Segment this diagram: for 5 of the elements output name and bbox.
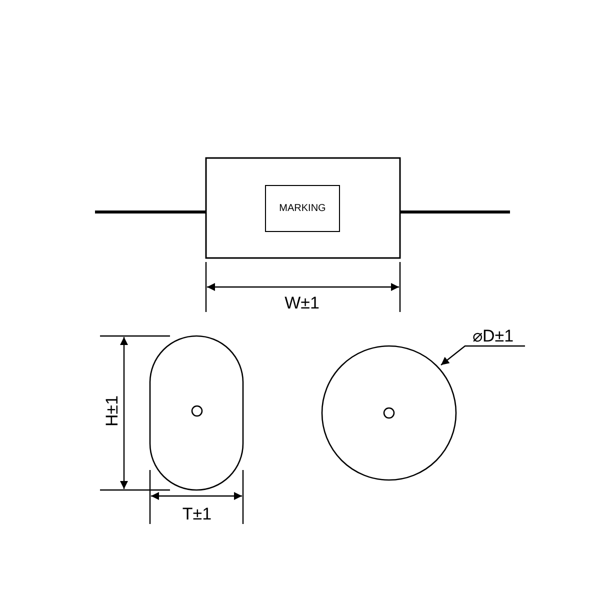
dimension-label: H±1 — [104, 395, 120, 427]
marking-box: MARKING — [265, 185, 340, 232]
dimension-label: T±1 — [182, 506, 212, 522]
dimension-label: W±1 — [284, 294, 320, 312]
dimension-label: ⌀D±1 — [472, 328, 514, 344]
